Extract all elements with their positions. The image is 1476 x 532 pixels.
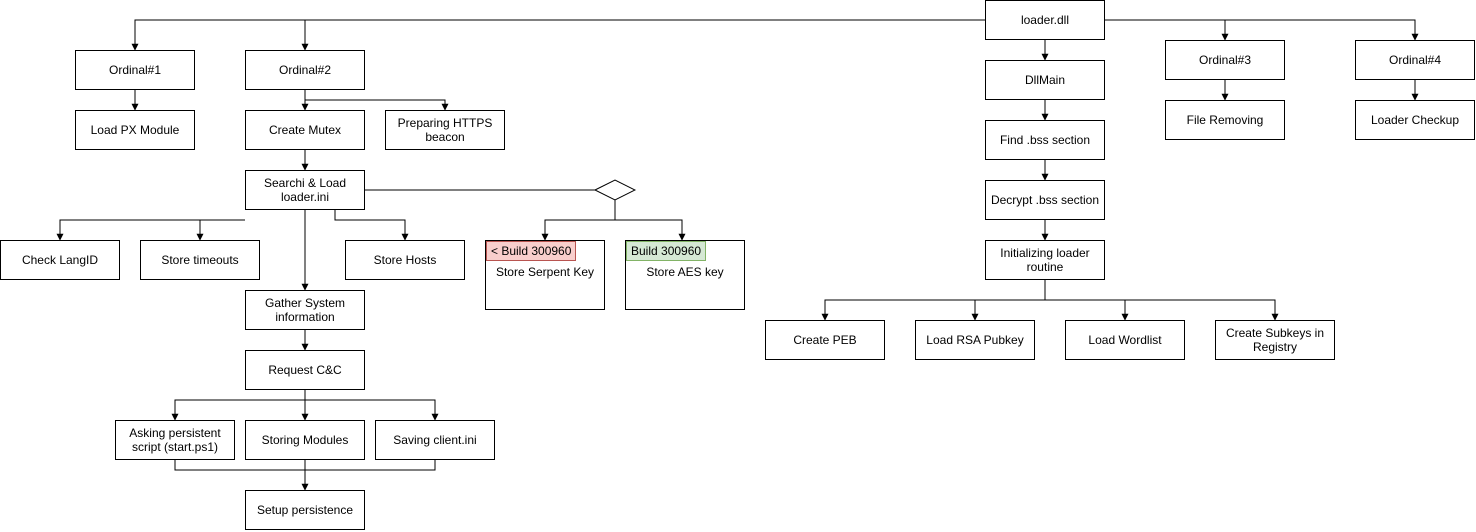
node-label: Create Mutex: [268, 123, 342, 137]
node-ordinal-3[interactable]: Ordinal#3: [1165, 40, 1285, 80]
edge-loader-ord3: [1105, 19, 1229, 41]
node-label: Ordinal#4: [1388, 53, 1442, 67]
node-label: Load RSA Pubkey: [926, 333, 1024, 347]
node-label: Storing Modules: [261, 433, 349, 447]
node-label: Store Serpent Key: [495, 265, 595, 279]
edge-loader-ord4: [1225, 19, 1419, 41]
edge-init-subkeys: [1125, 299, 1279, 321]
node-label: Check LangID: [21, 253, 99, 267]
node-loader-checkup[interactable]: Loader Checkup: [1355, 100, 1475, 140]
node-label: Create Subkeys in Registry: [1225, 326, 1325, 354]
node-label: Asking persistent script (start.ps1): [129, 426, 221, 454]
decision-diamond: [593, 179, 637, 201]
node-store-timeouts[interactable]: Store timeouts: [140, 240, 260, 280]
build-tag-old: < Build 300960: [486, 241, 577, 261]
node-label: Store timeouts: [161, 253, 239, 267]
node-file-removing[interactable]: File Removing: [1165, 100, 1285, 140]
node-ordinal-4[interactable]: Ordinal#4: [1355, 40, 1475, 80]
node-check-langid[interactable]: Check LangID: [0, 240, 120, 280]
edge-diamond-serpent: [541, 200, 616, 241]
node-store-hosts[interactable]: Store Hosts: [345, 240, 465, 280]
node-ordinal-2[interactable]: Ordinal#2: [245, 50, 365, 90]
edge-saving-persist: [305, 460, 436, 471]
edge-search-hosts: [334, 210, 409, 241]
node-decrypt-bss-section[interactable]: Decrypt .bss section: [985, 180, 1105, 220]
node-find-bss-section[interactable]: Find .bss section: [985, 120, 1105, 160]
edge-init-peb: [821, 280, 1046, 321]
node-label: Saving client.ini: [393, 433, 477, 447]
edge-init-wordlist: [1045, 299, 1129, 321]
node-label: Load Wordlist: [1088, 333, 1162, 347]
node-label: Initializing loader routine: [1000, 246, 1090, 274]
node-label: Preparing HTTPS beacon: [397, 116, 493, 144]
build-tag-new: Build 300960: [626, 241, 707, 261]
node-search-load-loader-ini[interactable]: Searchi & Load loader.ini: [245, 170, 365, 210]
node-label: Ordinal#2: [278, 63, 332, 77]
edge-asking-persist: [174, 460, 305, 471]
node-loader-dll[interactable]: loader.dll: [985, 0, 1105, 40]
node-asking-persistent-script[interactable]: Asking persistent script (start.ps1): [115, 420, 235, 460]
node-label: Load PX Module: [90, 123, 180, 137]
node-label: Ordinal#1: [108, 63, 162, 77]
node-dllmain[interactable]: DllMain: [985, 60, 1105, 100]
node-preparing-https-beacon[interactable]: Preparing HTTPS beacon: [385, 110, 505, 150]
node-request-cnc[interactable]: Request C&C: [245, 350, 365, 390]
node-create-mutex[interactable]: Create Mutex: [245, 110, 365, 150]
edge-cnc-saving: [305, 399, 439, 421]
edge-ord2-https: [305, 99, 449, 111]
node-gather-system-information[interactable]: Gather System information: [245, 290, 365, 330]
node-saving-client-ini[interactable]: Saving client.ini: [375, 420, 495, 460]
edge-search-langid: [56, 219, 245, 241]
node-label: Gather System information: [264, 296, 346, 324]
node-label: Store AES key: [646, 265, 724, 279]
node-store-serpent-key[interactable]: < Build 300960 Store Serpent Key: [485, 240, 605, 310]
node-load-wordlist[interactable]: Load Wordlist: [1065, 320, 1185, 360]
edge-diamond-aes: [615, 219, 686, 241]
node-label: Loader Checkup: [1370, 113, 1460, 127]
edge-cnc-asking: [171, 390, 306, 421]
node-label: Searchi & Load loader.ini: [263, 176, 347, 204]
node-label: Request C&C: [268, 363, 342, 377]
node-create-peb[interactable]: Create PEB: [765, 320, 885, 360]
node-load-rsa-pubkey[interactable]: Load RSA Pubkey: [915, 320, 1035, 360]
node-label: Ordinal#3: [1198, 53, 1252, 67]
node-label: Setup persistence: [256, 503, 354, 517]
node-label: Decrypt .bss section: [990, 193, 1100, 207]
node-label: DllMain: [1024, 73, 1065, 87]
node-label: Store Hosts: [373, 253, 437, 267]
node-label: loader.dll: [1020, 13, 1070, 27]
node-storing-modules[interactable]: Storing Modules: [245, 420, 365, 460]
node-store-aes-key[interactable]: Build 300960 Store AES key: [625, 240, 745, 310]
node-initializing-loader-routine[interactable]: Initializing loader routine: [985, 240, 1105, 280]
node-load-px-module[interactable]: Load PX Module: [75, 110, 195, 150]
edge-loader-ord1: [131, 19, 985, 51]
node-setup-persistence[interactable]: Setup persistence: [245, 490, 365, 530]
node-label: Create PEB: [793, 333, 857, 347]
node-create-subkeys-registry[interactable]: Create Subkeys in Registry: [1215, 320, 1335, 360]
node-ordinal-1[interactable]: Ordinal#1: [75, 50, 195, 90]
node-label: Find .bss section: [999, 133, 1091, 147]
node-label: File Removing: [1186, 113, 1264, 127]
